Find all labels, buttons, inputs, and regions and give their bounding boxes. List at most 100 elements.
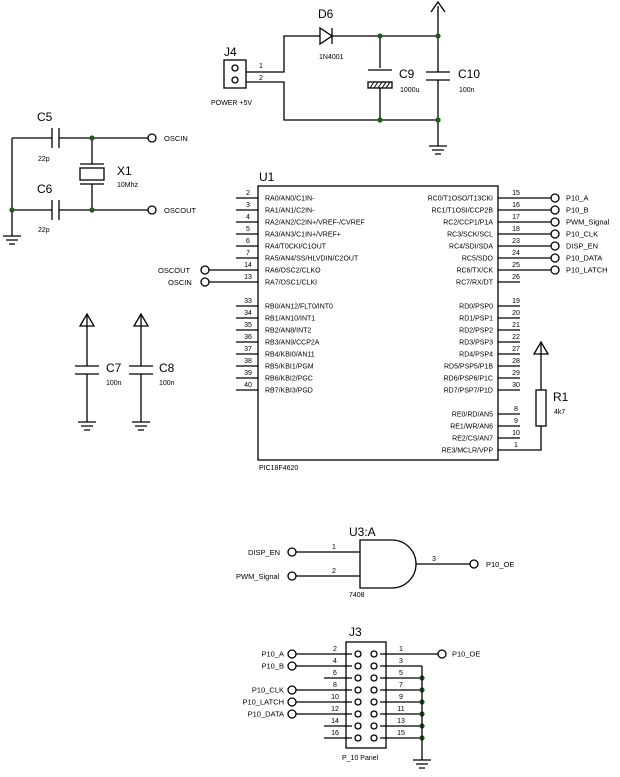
net-label: P10_A — [566, 194, 589, 203]
net-label: P10_CLK — [252, 686, 284, 695]
u1-pin-number: 19 — [512, 298, 520, 305]
u1-pin-number: 34 — [244, 310, 252, 317]
d6-value: 1N4001 — [319, 54, 344, 61]
u3-output-pin-number: 3 — [432, 556, 436, 563]
c9-ref: C9 — [399, 67, 415, 81]
u1-pin-number: 37 — [244, 346, 252, 353]
j3-pin-socket — [354, 662, 362, 670]
u1-pin-name: RB4/KBI0/AN11 — [265, 352, 315, 359]
u1-pin-name: RB0/AN12/FLT0/INT0 — [265, 304, 333, 311]
u3-gate-body — [359, 539, 417, 589]
u1-pin-number: 7 — [246, 250, 250, 257]
u1-pin-name: RC0/T1OSO/T13CKI — [428, 196, 493, 203]
j3-pin-socket — [370, 686, 378, 694]
ground-symbol — [78, 421, 96, 431]
j3-pin-number: 7 — [399, 682, 403, 689]
r1-wire-bottom — [520, 426, 542, 451]
u1-value: PIC18F4620 — [259, 465, 298, 472]
u1-left-pin-group: 2RA0/AN0/C1IN-3RA1/AN1/C2IN-4RA2/AN2/C2I… — [209, 190, 365, 395]
u3-input2-net-label: PWM_Signal — [236, 572, 280, 581]
u1-pin-name: RC3/SCK/SCL — [447, 232, 493, 239]
j4-pin2-terminal — [231, 76, 239, 84]
u1-pin-number: 15 — [512, 190, 520, 197]
j3-pin-socket — [354, 698, 362, 706]
net-label: P10_B — [261, 662, 284, 671]
j4-connector-body — [223, 59, 247, 89]
x1-crystal-body — [79, 167, 105, 181]
j3-pin-number: 8 — [333, 682, 337, 689]
u1-pin-number: 2 — [246, 190, 250, 197]
j3-pin-number: 11 — [397, 706, 404, 713]
j3-pin-number: 13 — [397, 718, 405, 725]
u1-pin-name: RB7/KBI3/PGD — [265, 388, 313, 395]
c10-ref: C10 — [458, 67, 480, 81]
u1-pin-name: RA4/T0CKI/C1OUT — [265, 244, 327, 251]
u3-input1-net-label: DISP_EN — [248, 548, 280, 557]
net-label: DISP_EN — [566, 242, 598, 251]
u1-pin-number: 16 — [512, 202, 520, 209]
u1-pin-number: 17 — [512, 214, 520, 221]
u1-pin-number: 25 — [512, 262, 520, 269]
j3-pin-number: 6 — [333, 670, 337, 677]
j3-pin-socket — [370, 650, 378, 658]
u3-input2-terminal — [287, 571, 297, 581]
j4-ref: J4 — [224, 45, 237, 59]
c7-value: 100n — [106, 380, 122, 387]
u1-pin-name: RC6/TX/CK — [456, 268, 493, 275]
u1-pin-number: 35 — [244, 322, 252, 329]
u3-input1-terminal — [287, 547, 297, 557]
net-terminal — [287, 661, 297, 671]
net-label: P10_A — [261, 650, 284, 659]
wire-j4-pin1-to-d6 — [246, 35, 320, 73]
u1-pin-name: RD4/PSP4 — [459, 352, 493, 359]
u1-pin-number: 18 — [512, 226, 520, 233]
u1-ref: U1 — [259, 170, 275, 184]
j3-pin-number: 10 — [331, 694, 339, 701]
u1-pin-number: 24 — [512, 250, 520, 257]
j3-pin-socket — [370, 662, 378, 670]
net-terminal — [550, 193, 560, 203]
net-terminal — [550, 241, 560, 251]
power-section: J4 POWER +5V 1 2 D6 1N4001 C9 1000u C10 … — [211, 0, 480, 155]
j4-pin1-terminal — [231, 64, 239, 72]
u1-pin-name: RC2/CCP1/P1A — [443, 220, 493, 227]
u1-pin-name: RD5/PSP5/P1B — [444, 364, 493, 371]
net-terminal — [550, 229, 560, 239]
u1-pin-number: 30 — [512, 382, 520, 389]
u1-pin-name: RD7/PSP7/P1D — [444, 388, 493, 395]
oscout-net-label: OSCOUT — [158, 266, 191, 275]
j3-pin-socket — [370, 674, 378, 682]
oscout-net-label: OSCOUT — [164, 206, 197, 215]
u3-ref: U3:A — [349, 525, 376, 539]
net-terminal — [550, 217, 560, 227]
u1-pin-name: RB6/KBI2/PGC — [265, 376, 313, 383]
u1-pin-number: 26 — [512, 274, 520, 281]
u1-pin-number: 4 — [246, 214, 250, 221]
u1-pin-number: 29 — [512, 370, 520, 377]
j3-pin-number: 9 — [399, 694, 403, 701]
u1-pin-name: RD1/PSP1 — [459, 316, 493, 323]
ground-symbol — [413, 759, 431, 769]
j3-ref: J3 — [349, 625, 362, 639]
net-terminal — [287, 649, 297, 659]
u1-pin-number: 9 — [514, 418, 518, 425]
u1-pin-number: 20 — [512, 310, 520, 317]
u1-pin-number: 1 — [514, 442, 518, 449]
junction — [9, 207, 15, 213]
u1-pin-number: 40 — [244, 382, 252, 389]
j3-value: P_10 Panel — [342, 755, 379, 762]
c5-ref: C5 — [37, 110, 53, 124]
c6-value: 22p — [38, 227, 50, 234]
u1-pin-name: RE2/CS/AN7 — [452, 436, 493, 443]
x1-ref: X1 — [117, 164, 132, 178]
net-terminal — [287, 709, 297, 719]
u1-pin-number: 38 — [244, 358, 252, 365]
c9-value: 1000u — [400, 87, 420, 94]
u1-pin-name: RC7/RX/DT — [456, 280, 494, 287]
u1-microcontroller: U1 PIC18F4620 2RA0/AN0/C1IN-3RA1/AN1/C2I… — [158, 170, 610, 472]
oscin-terminal — [147, 133, 157, 143]
u1-pin-name: RB5/KBI1/PGM — [265, 364, 314, 371]
crystal-section: C5 22p C6 22p X1 10Mhz OSCIN OSCOUT — [3, 110, 197, 245]
